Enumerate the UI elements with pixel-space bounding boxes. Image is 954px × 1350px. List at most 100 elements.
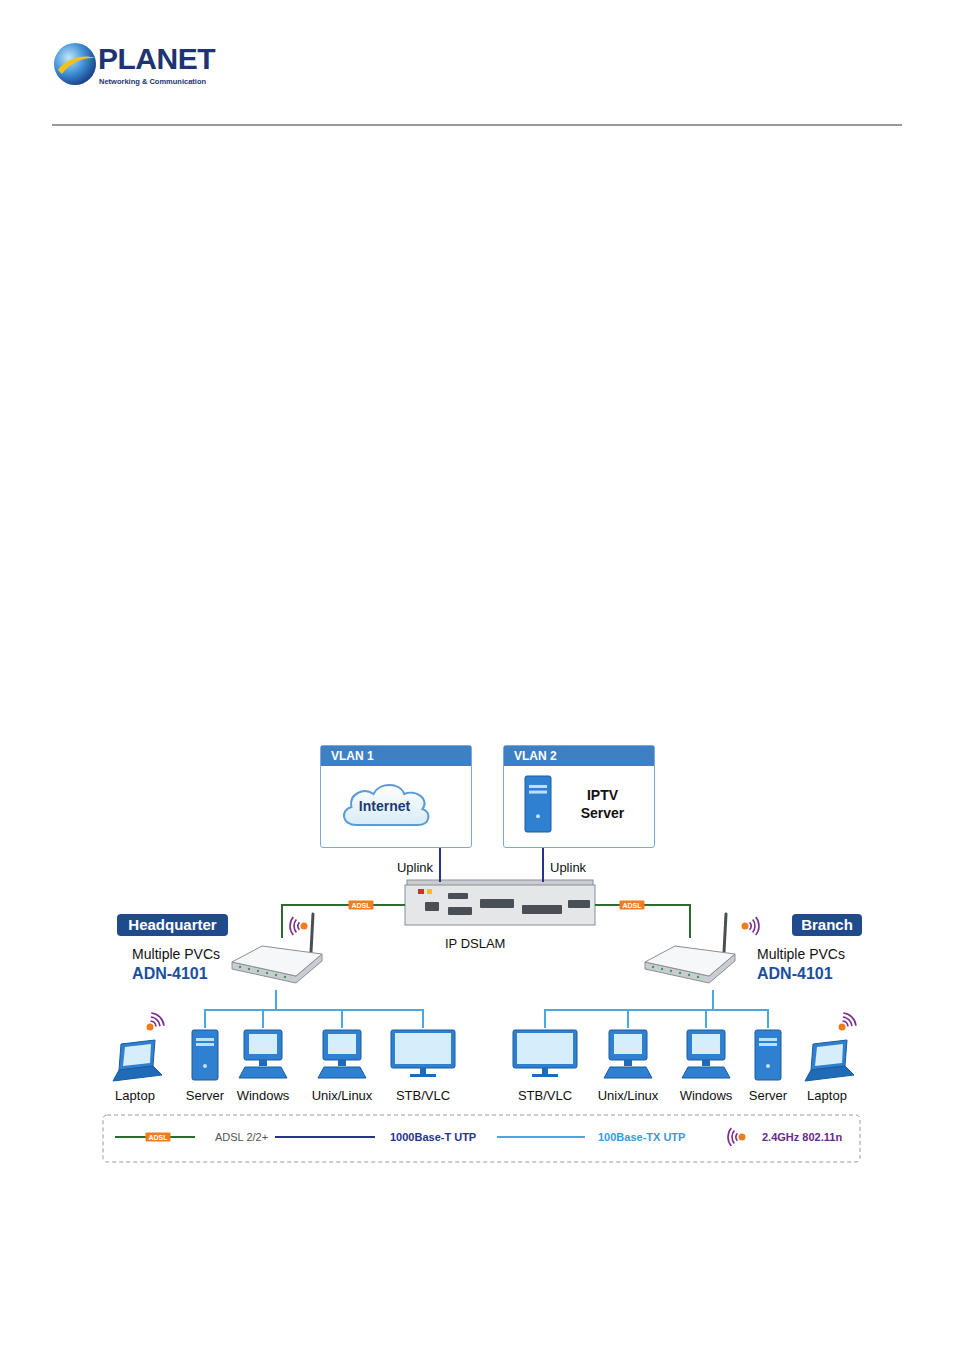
- pc-screen: [249, 1034, 277, 1054]
- pc-icon: [682, 1030, 730, 1078]
- node-label: Unix/Linux: [312, 1088, 373, 1104]
- display-stand: [542, 1068, 548, 1074]
- laptop-base: [805, 1066, 854, 1081]
- legend-fast-line: [497, 1136, 585, 1138]
- laptop-screen: [119, 1040, 155, 1070]
- legend-text: ADSL 2/2+: [215, 1130, 268, 1144]
- cable-connector: [595, 905, 690, 938]
- router-led: [275, 974, 277, 976]
- pc-keyboard: [604, 1067, 652, 1078]
- server-body: [755, 1030, 781, 1080]
- dslam-led: [427, 889, 432, 894]
- pc-screen: [328, 1034, 356, 1054]
- pc-monitor: [244, 1030, 282, 1060]
- wireless-wave: [753, 920, 755, 933]
- router-antenna: [724, 914, 726, 952]
- cable-connector: [628, 990, 713, 1028]
- router-icon: [232, 914, 322, 983]
- client-device: Windows: [234, 1028, 293, 1104]
- display-stand: [420, 1068, 426, 1074]
- cloud-shape: [343, 785, 428, 825]
- client-device: Server: [179, 1028, 231, 1104]
- node-label: IPTV Server: [568, 786, 638, 822]
- router-led: [670, 970, 672, 972]
- dslam-port: [448, 907, 472, 915]
- node-label: ADN-4101: [132, 964, 208, 984]
- display-screen: [395, 1033, 451, 1064]
- router-led: [679, 972, 681, 974]
- laptop-icon: [113, 1040, 162, 1081]
- dslam-device: IP DSLAM: [405, 882, 595, 952]
- node-label: Multiple PVCs: [132, 944, 220, 964]
- client-device: Windows: [677, 1028, 736, 1104]
- dslam-led: [418, 889, 424, 894]
- server-icon: [192, 1030, 218, 1080]
- wireless-wave: [298, 922, 299, 930]
- cable-connector: [276, 990, 423, 1028]
- router-led: [652, 966, 654, 968]
- wireless-wave: [843, 1013, 856, 1026]
- node-label: Windows: [237, 1088, 290, 1104]
- legend-frame: [103, 1115, 860, 1162]
- dslam-port: [425, 902, 439, 911]
- link-label: Uplink: [396, 860, 434, 876]
- node-label: VLAN 1: [321, 746, 471, 766]
- wireless-wave: [294, 920, 296, 933]
- server-node: IPTV Server: [522, 772, 642, 836]
- wireless-wave: [732, 1131, 734, 1144]
- router-top: [645, 946, 735, 976]
- header-rule: [52, 125, 902, 126]
- brand-name: PLANET: [98, 42, 215, 76]
- display-base: [532, 1074, 558, 1077]
- pc-monitor: [609, 1030, 647, 1060]
- node-label: Internet: [359, 794, 410, 814]
- server-icon: [755, 1030, 781, 1080]
- client-device: STB/VLC: [515, 1028, 575, 1104]
- wireless-wave: [290, 917, 293, 935]
- laptop-display: [123, 1044, 151, 1066]
- laptop-base: [113, 1066, 162, 1081]
- display-icon: [391, 1030, 455, 1077]
- server-slot: [196, 1038, 214, 1041]
- client-device: Unix/Linux: [595, 1028, 662, 1104]
- cable-connector: [282, 905, 405, 938]
- legend-gigabit-line: [275, 1136, 375, 1138]
- client-device: STB/VLC: [393, 1028, 453, 1104]
- pc-icon: [604, 1030, 652, 1078]
- pc-screen: [614, 1034, 642, 1054]
- server-icon: [525, 776, 551, 832]
- server-slot: [529, 791, 547, 794]
- cable-connector: [542, 848, 544, 882]
- wireless-symbol: [742, 917, 759, 935]
- pc-keyboard: [318, 1067, 366, 1078]
- wireless-dot: [742, 923, 749, 930]
- adsl-tag: ADSL: [348, 901, 373, 910]
- pc-monitor: [687, 1030, 725, 1060]
- pc-icon: [239, 1030, 287, 1078]
- node-label: ADN-4101: [757, 964, 833, 984]
- wireless-wave: [736, 1133, 737, 1141]
- logo-globe: [54, 43, 96, 85]
- laptop-display: [815, 1044, 843, 1066]
- wireless-symbol: [290, 917, 307, 935]
- router-led: [239, 966, 241, 968]
- display-screen: [517, 1033, 573, 1064]
- brand-tagline: Networking & Communication: [99, 77, 206, 86]
- node-label: STB/VLC: [396, 1088, 450, 1104]
- cable-connector: [545, 990, 713, 1028]
- node-label: IP DSLAM: [445, 936, 505, 952]
- router-top: [232, 946, 322, 976]
- server-slot: [759, 1038, 777, 1041]
- node-label: Laptop: [807, 1088, 847, 1104]
- node-label: Server: [749, 1088, 787, 1104]
- wireless-dot: [301, 923, 308, 930]
- node-label: Unix/Linux: [598, 1088, 659, 1104]
- server-led: [203, 1064, 207, 1068]
- wireless-wave: [756, 917, 759, 935]
- client-device: Unix/Linux: [309, 1028, 376, 1104]
- router-led: [688, 974, 690, 976]
- dslam-front: [405, 885, 595, 925]
- node-label: Branch: [801, 916, 853, 934]
